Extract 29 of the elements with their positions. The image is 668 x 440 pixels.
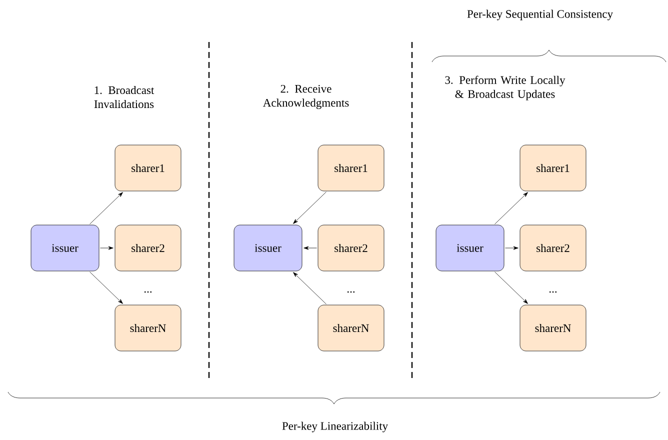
sharer-box: sharerN bbox=[520, 304, 586, 352]
arrow bbox=[505, 246, 518, 250]
step-title: 3. Perform Write Locally & Broadcast Updates bbox=[445, 76, 566, 100]
sharer-box: sharer1 bbox=[318, 144, 384, 192]
brace-label: Per-key Sequential Consistency bbox=[467, 10, 613, 20]
sharer-box: sharerN bbox=[114, 304, 182, 352]
brace-label: Per-key Linearizability bbox=[282, 422, 388, 432]
arrow bbox=[293, 272, 326, 304]
step-title: 2. Receive Acknowledgments bbox=[263, 84, 349, 110]
issuer-box: issuer bbox=[234, 224, 302, 272]
sharer-box: sharer2 bbox=[114, 224, 182, 272]
arrow bbox=[293, 192, 326, 224]
arrow bbox=[90, 192, 123, 224]
arrow bbox=[304, 246, 317, 250]
arrow bbox=[100, 246, 114, 250]
issuer-box: issuer bbox=[30, 224, 100, 272]
sharer-box: sharer1 bbox=[520, 144, 586, 192]
sharer-box: sharer2 bbox=[318, 224, 384, 272]
sharer-box: sharer2 bbox=[520, 224, 586, 272]
arrow bbox=[494, 272, 528, 304]
ellipsis: ... bbox=[347, 291, 355, 293]
issuer-box: issuer bbox=[436, 224, 504, 272]
ellipsis: ... bbox=[549, 291, 557, 293]
arrow bbox=[494, 192, 528, 224]
arrow bbox=[90, 272, 123, 304]
sharer-box: sharerN bbox=[318, 304, 384, 352]
ellipsis: ... bbox=[144, 291, 152, 293]
sharer-box: sharer1 bbox=[114, 144, 182, 192]
step-title: 1. Broadcast Invalidations bbox=[94, 86, 154, 108]
